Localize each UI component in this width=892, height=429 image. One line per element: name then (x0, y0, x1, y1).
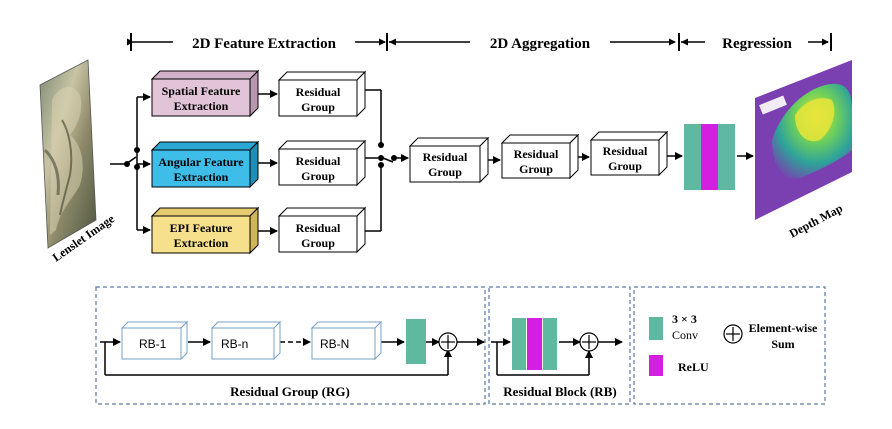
rg-spatial-line2: Group (301, 100, 335, 114)
legend-relu-swatch (649, 355, 663, 376)
rb-detail-conv-1 (512, 318, 526, 370)
rb-N-block: RB-N (310, 320, 383, 361)
legend-conv-line1: 3 × 3 (672, 312, 697, 326)
regression-relu (701, 124, 718, 190)
header-aggregation: 2D Aggregation (490, 36, 591, 52)
depth-map-caption: Depth Map (787, 201, 845, 241)
legend-conv-swatch (649, 317, 663, 340)
rg-epi-line1: Residual (296, 221, 341, 235)
merge-switch (365, 89, 409, 232)
agg-rg1-line1: Residual (423, 150, 468, 164)
agg-rg3-line2: Group (608, 159, 642, 173)
residual-group-angular: Residual Group (277, 139, 367, 187)
spatial-label-2: Extraction (174, 99, 229, 113)
header-regression: Regression (722, 36, 792, 52)
rg-detail-flow (100, 338, 485, 376)
switch-dot-bottom (134, 164, 140, 170)
rg-epi-line2: Group (301, 236, 335, 250)
header-rulers (127, 33, 832, 51)
merge-dot-top (378, 142, 384, 148)
merge-dot-right (391, 155, 397, 161)
lenslet-image (39, 59, 97, 249)
spatial-feature-extraction-block: Spatial Feature Extraction (150, 69, 260, 118)
agg-rg2-line2: Group (519, 162, 553, 176)
angular-label-2: Extraction (174, 170, 229, 184)
switch-dot-left (124, 161, 130, 167)
legend-sum-line2: Sum (771, 337, 794, 351)
rb-1-block: RB-1 (120, 320, 189, 361)
rg-detail-caption: Residual Group (RG) (230, 384, 350, 399)
aggregation-residual-group-3: Residual Group (589, 130, 669, 177)
rb-n-block: RB-n (210, 320, 282, 361)
merge-dot-mid (378, 155, 384, 161)
rg-detail-conv (406, 319, 426, 364)
epi-label-2: Extraction (174, 236, 229, 250)
aggregation-residual-group-2: Residual Group (500, 133, 580, 180)
rb-detail-panel (488, 286, 631, 405)
rg-spatial-line1: Residual (296, 85, 341, 99)
rg-angular-line1: Residual (296, 154, 341, 168)
rb-detail-flow (491, 338, 623, 376)
rg-detail-sum-icon (438, 332, 458, 352)
branch-arrows (258, 90, 278, 235)
agg-rg2-line1: Residual (514, 147, 559, 161)
regression-conv-2 (718, 124, 735, 190)
legend-panel (633, 286, 826, 405)
switch-dot-top (134, 147, 140, 153)
agg-rg3-line1: Residual (603, 144, 648, 158)
regression-conv-1 (684, 124, 701, 190)
rg-angular-line2: Group (301, 169, 335, 183)
depth-map-image (755, 60, 852, 220)
legend-relu-label: ReLU (678, 360, 709, 374)
regression-layers (684, 124, 735, 190)
aggregation-residual-group-1: Residual Group (408, 136, 490, 184)
spatial-label-1: Spatial Feature (162, 84, 241, 98)
epi-label-1: EPI Feature (170, 221, 233, 235)
rb-1-label: RB-1 (139, 337, 167, 351)
input-switch (110, 93, 151, 234)
rb-detail-relu (527, 318, 542, 370)
rb-detail-sum-icon (579, 332, 599, 352)
residual-group-spatial: Residual Group (277, 70, 367, 118)
angular-label-1: Angular Feature (158, 155, 244, 169)
rb-detail-caption: Residual Block (RB) (503, 384, 616, 399)
rb-n-label: RB-n (221, 337, 248, 351)
legend-sum-line1: Element-wise (749, 321, 818, 335)
header-feature-extraction: 2D Feature Extraction (192, 36, 337, 52)
residual-group-epi: Residual Group (277, 206, 367, 254)
agg-rg1-line2: Group (428, 165, 462, 179)
angular-feature-extraction-block: Angular Feature Extraction (150, 140, 260, 189)
rb-N-label: RB-N (320, 337, 349, 351)
merge-dot-bottom (378, 162, 384, 168)
legend-sum-icon (723, 324, 743, 344)
rg-detail-panel (95, 286, 486, 405)
rb-detail-conv-2 (543, 318, 557, 370)
legend-conv-line2: Conv (672, 328, 698, 342)
epi-feature-extraction-block: EPI Feature Extraction (150, 206, 260, 255)
